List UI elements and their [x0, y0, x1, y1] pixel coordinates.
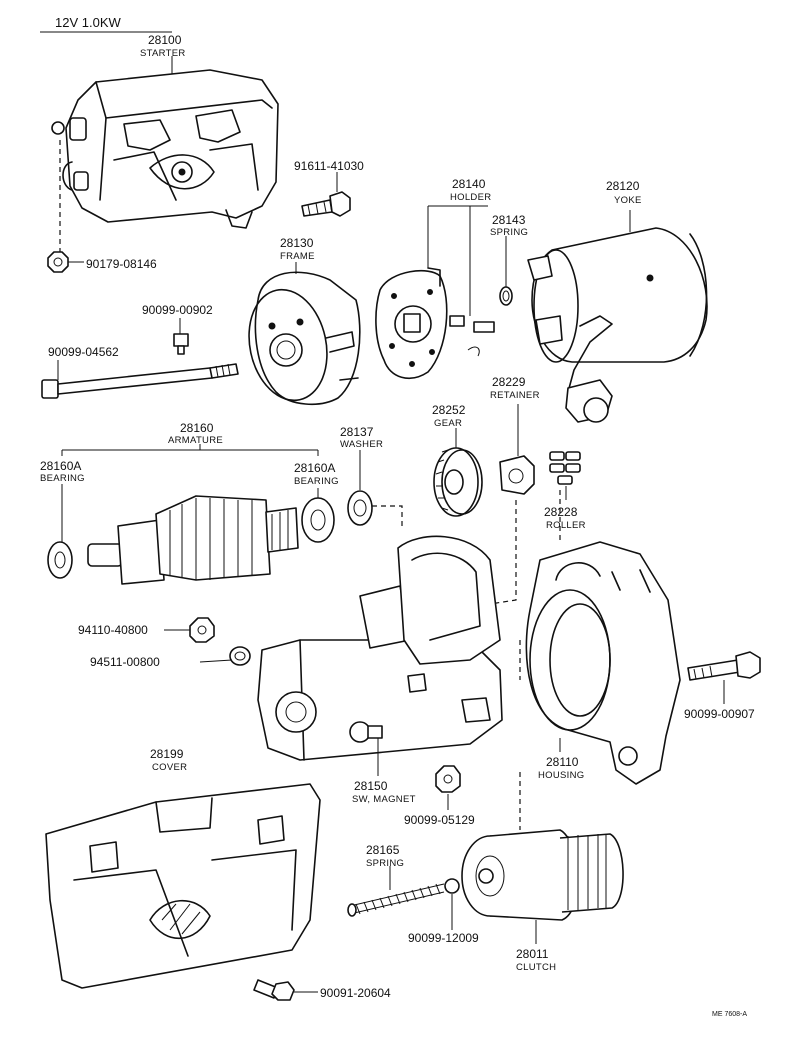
holder-name: HOLDER — [450, 192, 491, 203]
housing-name: HOUSING — [538, 770, 584, 781]
nut-90179-08146-drawing — [47, 251, 69, 273]
nut-starter-number: 90179-08146 — [86, 257, 157, 271]
screw-90099-00902-drawing — [173, 333, 189, 355]
bearing-left-drawing — [47, 541, 73, 579]
housing-drawing — [525, 541, 681, 785]
magnet-switch-name: SW, MAGNET — [352, 794, 416, 805]
retainer-name: RETAINER — [490, 390, 540, 401]
armature-number: 28160 — [180, 421, 214, 435]
frame-name: FRAME — [280, 251, 315, 262]
alignment-lines — [372, 490, 561, 830]
cover-number: 28199 — [150, 747, 184, 761]
screw-frame-number: 90099-00902 — [142, 303, 213, 317]
ball-drawing — [444, 878, 460, 894]
spring-clutch-number: 28165 — [366, 843, 400, 857]
cover-name: COVER — [152, 762, 187, 773]
bolt-91611-41030-drawing — [301, 172, 351, 217]
clutch-spring-drawing — [347, 883, 445, 917]
screw-90091-20604-drawing — [253, 979, 295, 1001]
gear-number: 28252 — [432, 403, 466, 417]
leader-lines — [57, 56, 725, 993]
armature-drawing — [87, 495, 299, 585]
magnet-switch-drawing — [257, 535, 503, 761]
nut-magnet-number: 94110-40800 — [78, 623, 148, 637]
bolt-90099-00907-drawing — [687, 651, 761, 681]
holder-drawing — [375, 267, 495, 380]
bolt-housing-number: 90099-00907 — [684, 707, 755, 721]
spring-brush-number: 28143 — [492, 213, 526, 227]
clutch-drawing — [461, 829, 624, 921]
roller-name: ROLLER — [546, 520, 586, 531]
gear-name: GEAR — [434, 418, 462, 429]
washer-number: 28137 — [340, 425, 374, 439]
bearing-right-drawing — [301, 497, 335, 543]
roller-number: 28228 — [544, 505, 578, 519]
washer-drawing — [347, 490, 373, 526]
bearing-left-number: 28160A — [40, 459, 81, 473]
nut-terminal-number: 90099-05129 — [404, 813, 475, 827]
washer-name: WASHER — [340, 439, 383, 450]
screw-cover-number: 90091-20604 — [320, 986, 391, 1000]
armature-name: ARMATURE — [168, 435, 223, 446]
nut-90099-05129-drawing — [435, 765, 461, 793]
nut-94110-40800-drawing — [189, 617, 215, 643]
bearing-right-name: BEARING — [294, 476, 339, 487]
yoke-name: YOKE — [614, 195, 642, 206]
callout-labels: 28100 STARTER 91611-41030 28140 HOLDER 2… — [40, 33, 755, 1000]
through-bolt-number: 90099-04562 — [48, 345, 119, 359]
starter-name: STARTER — [140, 48, 186, 59]
through-bolt-drawing — [41, 363, 239, 399]
bearing-left-name: BEARING — [40, 473, 85, 484]
lockwasher-94511-00800-drawing — [229, 646, 251, 666]
frame-number: 28130 — [280, 236, 314, 250]
retainer-number: 28229 — [492, 375, 526, 389]
rollers-drawing — [549, 451, 581, 485]
brush-spring-drawing — [499, 286, 513, 306]
bearing-right-number: 28160A — [294, 461, 335, 475]
cover-drawing — [45, 783, 321, 989]
spring-clutch-name: SPRING — [366, 858, 404, 869]
clutch-number: 28011 — [516, 947, 549, 961]
retainer-drawing — [499, 455, 535, 495]
yoke-drawing — [527, 227, 708, 423]
clutch-name: CLUTCH — [516, 962, 556, 973]
housing-number: 28110 — [546, 755, 579, 769]
starter-number: 28100 — [148, 33, 182, 47]
lockwasher-number: 94511-00800 — [90, 655, 160, 669]
starter-assembly-drawing — [51, 69, 279, 255]
holder-number: 28140 — [452, 177, 486, 191]
bolt-top-number: 91611-41030 — [294, 159, 364, 173]
diagram-header: 12V 1.0KW — [55, 15, 121, 30]
magnet-switch-number: 28150 — [354, 779, 388, 793]
drawing-reference: ME 7608-A — [712, 1011, 747, 1018]
ball-number: 90099-12009 — [408, 931, 479, 945]
gear-drawing — [433, 447, 483, 517]
yoke-number: 28120 — [606, 179, 640, 193]
spring-brush-name: SPRING — [490, 227, 528, 238]
frame-drawing — [248, 271, 361, 406]
